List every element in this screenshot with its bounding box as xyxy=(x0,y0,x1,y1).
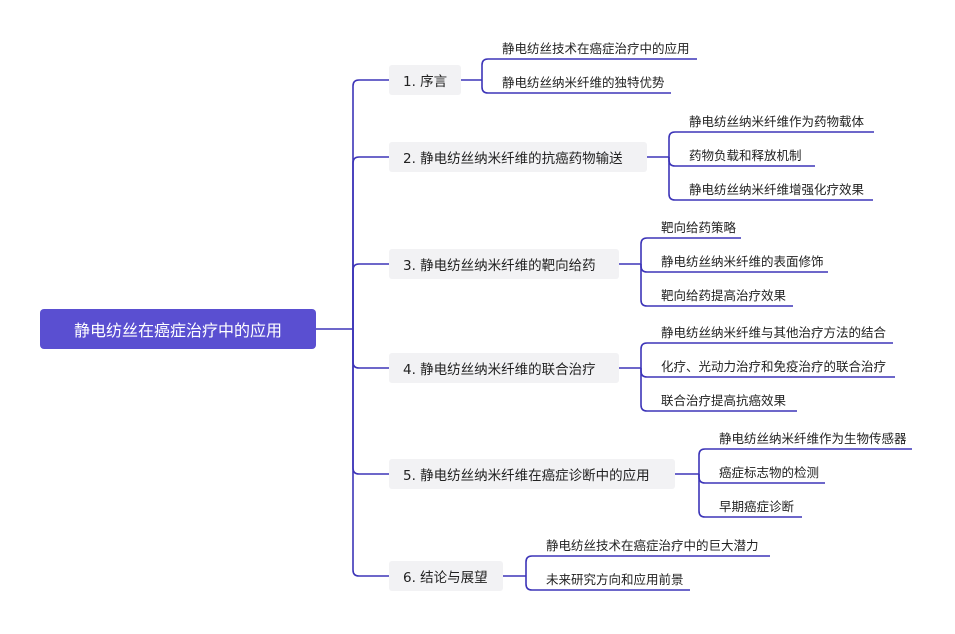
root-topic-label: 静电纺丝在癌症治疗中的应用 xyxy=(73,321,282,340)
subtopic-3-2[interactable]: 静电纺丝纳米纤维的表面修饰 xyxy=(661,254,824,269)
branch-connector-2 xyxy=(352,156,389,329)
branch-connector-1 xyxy=(352,79,389,329)
subtopic-5-3[interactable]: 早期癌症诊断 xyxy=(719,499,795,514)
root-topic[interactable]: 静电纺丝在癌症治疗中的应用 xyxy=(40,309,316,349)
branch-connector-6 xyxy=(352,329,389,577)
branch-topic-1[interactable]: 1. 序言 xyxy=(389,65,461,95)
branch-topic-6[interactable]: 6. 结论与展望 xyxy=(389,561,503,591)
subtopic-5-1[interactable]: 静电纺丝纳米纤维作为生物传感器 xyxy=(719,431,907,446)
subtopic-connector-2-1 xyxy=(668,131,874,157)
branch-connector-4 xyxy=(352,329,389,369)
subtopic-connector-6-2 xyxy=(525,576,690,591)
subtopic-5-2[interactable]: 癌症标志物的检测 xyxy=(719,465,820,480)
branch-topic-4[interactable]: 4. 静电纺丝纳米纤维的联合治疗 xyxy=(389,353,619,383)
subtopic-3-3[interactable]: 靶向给药提高治疗效果 xyxy=(661,288,787,303)
subtopic-6-2[interactable]: 未来研究方向和应用前景 xyxy=(546,572,684,587)
branch-topic-5[interactable]: 5. 静电纺丝纳米纤维在癌症诊断中的应用 xyxy=(389,459,675,489)
branch-topic-label: 5. 静电纺丝纳米纤维在癌症诊断中的应用 xyxy=(403,468,650,484)
subtopic-connector-2-3 xyxy=(668,157,873,201)
subtopic-4-1[interactable]: 静电纺丝纳米纤维与其他治疗方法的结合 xyxy=(661,325,887,340)
branch-topic-label: 3. 静电纺丝纳米纤维的靶向给药 xyxy=(403,258,596,274)
subtopic-4-3[interactable]: 联合治疗提高抗癌效果 xyxy=(661,393,787,408)
subtopic-1-2[interactable]: 静电纺丝纳米纤维的独特优势 xyxy=(502,75,665,90)
subtopic-connector-6-1 xyxy=(525,555,770,576)
subtopic-2-3[interactable]: 静电纺丝纳米纤维增强化疗效果 xyxy=(689,182,865,197)
branch-topic-2[interactable]: 2. 静电纺丝纳米纤维的抗癌药物输送 xyxy=(389,142,647,172)
branch-connector-3 xyxy=(352,263,389,329)
branch-topic-3[interactable]: 3. 静电纺丝纳米纤维的靶向给药 xyxy=(389,249,619,279)
branch-topic-label: 4. 静电纺丝纳米纤维的联合治疗 xyxy=(403,362,596,378)
subtopic-connector-4-1 xyxy=(640,342,893,368)
subtopic-connector-5-3 xyxy=(698,474,802,518)
subtopic-connector-4-3 xyxy=(640,368,797,412)
subtopic-connector-1-1 xyxy=(481,58,697,80)
subtopic-2-2[interactable]: 药物负载和释放机制 xyxy=(689,148,802,163)
subtopic-6-1[interactable]: 静电纺丝技术在癌症治疗中的巨大潜力 xyxy=(546,538,759,553)
branch-topic-label: 6. 结论与展望 xyxy=(403,570,488,586)
branch-connector-5 xyxy=(352,329,389,475)
subtopic-4-2[interactable]: 化疗、光动力治疗和免疫治疗的联合治疗 xyxy=(661,359,887,374)
subtopic-3-1[interactable]: 靶向给药策略 xyxy=(661,220,737,235)
subtopic-connector-5-1 xyxy=(698,448,912,474)
subtopic-1-1[interactable]: 静电纺丝技术在癌症治疗中的应用 xyxy=(502,41,690,56)
subtopic-connector-3-1 xyxy=(640,237,741,264)
branch-topic-label: 2. 静电纺丝纳米纤维的抗癌药物输送 xyxy=(403,151,623,167)
subtopic-connector-3-3 xyxy=(640,264,793,307)
subtopic-connector-1-2 xyxy=(481,80,671,94)
subtopic-2-1[interactable]: 静电纺丝纳米纤维作为药物载体 xyxy=(689,114,865,129)
branch-topic-label: 1. 序言 xyxy=(403,74,448,90)
